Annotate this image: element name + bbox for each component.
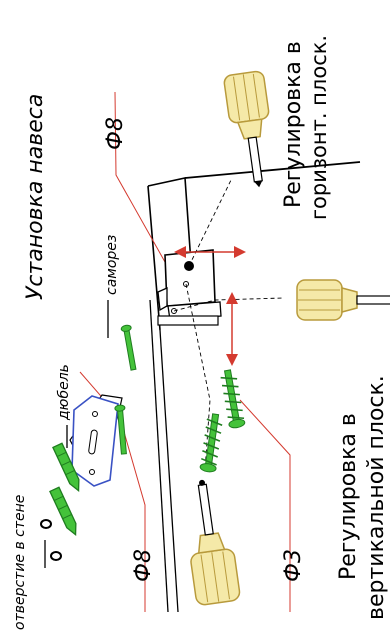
pointer-lines — [44, 300, 109, 568]
screwdriver-icon — [296, 279, 390, 321]
screw-icon — [199, 413, 223, 473]
title-label: Установка навеса — [23, 94, 48, 300]
screwdriver-icon — [223, 70, 270, 188]
diameter-8-top-label: Ф8 — [103, 117, 128, 150]
diameter-3-label: Ф3 — [281, 549, 306, 582]
screw-icon — [114, 404, 127, 455]
dowel-label: дюбель — [56, 364, 72, 421]
screw-label: саморез — [104, 235, 120, 295]
vertical-adjust-label-1: Регулировка в — [336, 413, 361, 580]
hinge-plate-icon — [69, 394, 123, 487]
screw-icon — [120, 324, 137, 371]
wall-hole-label: отверстие в стене — [12, 495, 28, 630]
leader-lines — [79, 91, 291, 612]
mount-block-icon — [157, 249, 222, 326]
adjust-arrows — [174, 246, 246, 366]
horizontal-adjust-label-1: Регулировка в — [281, 41, 306, 208]
wall-holes — [40, 519, 62, 561]
diameter-8-bottom-label: Ф8 — [131, 549, 156, 582]
horizontal-adjust-label-2: горизонт. плоск. — [307, 35, 331, 220]
screwdriver-icon — [190, 479, 241, 606]
cabinet-panel — [147, 161, 361, 613]
dowel-icon — [49, 486, 77, 536]
dowel-icon — [52, 442, 80, 492]
screw-icon — [220, 369, 246, 429]
vertical-adjust-label-2: вертикальной плоск. — [364, 375, 389, 620]
